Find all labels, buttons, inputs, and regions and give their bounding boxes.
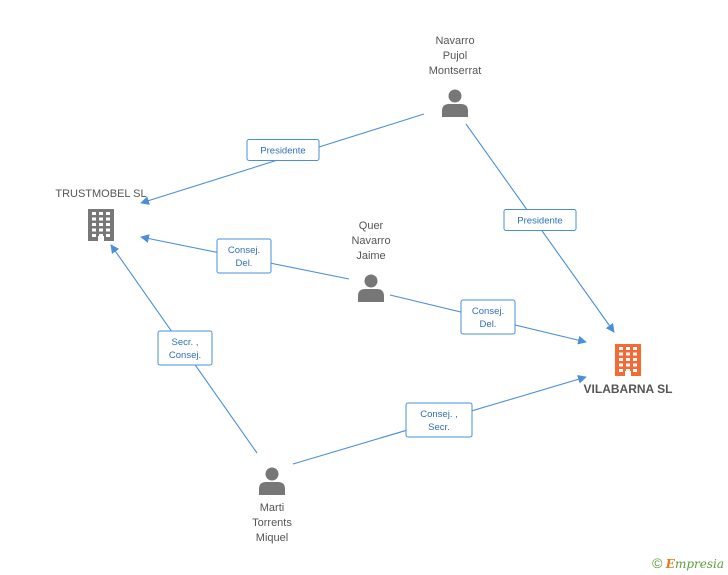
node-vilabarna[interactable]: VILABARNA SL <box>584 344 673 396</box>
edge-label-box[interactable] <box>503 209 577 231</box>
edge-label-box[interactable] <box>460 299 516 335</box>
edge-label-text: Consej. , <box>420 409 458 420</box>
node-label: Navarro <box>435 35 474 47</box>
edge-navarro-vilabarna: Presidente <box>465 123 615 333</box>
node-label: Miquel <box>256 532 288 544</box>
person-icon <box>259 467 285 495</box>
edge-quer-trustmobel: Consej. Del. <box>140 234 350 280</box>
edge-label-text: Consej. <box>228 245 260 256</box>
node-label: Marti <box>260 502 284 514</box>
edge-label-text: Secr. , <box>172 337 199 348</box>
edge-label-text: Presidente <box>517 216 562 227</box>
node-label: TRUSTMOBEL SL <box>55 188 146 200</box>
edge-marti-vilabarna: Consej. , Secr. <box>292 375 587 465</box>
copyright-symbol: © <box>652 555 663 571</box>
brand-initial: E <box>665 557 675 571</box>
edge-navarro-trustmobel: Presidente <box>140 113 425 205</box>
edge-label-text: Presidente <box>260 146 305 157</box>
node-label: Navarro <box>351 235 390 247</box>
brand-name: mpresia <box>674 557 724 571</box>
person-icon <box>442 89 468 117</box>
edge-label-text: Secr. <box>428 422 450 433</box>
edge-label-box[interactable] <box>405 402 473 438</box>
building-icon <box>615 344 641 376</box>
edge-label-box[interactable] <box>157 330 213 366</box>
edge-marti-trustmobel: Secr. , Consej. <box>110 244 258 454</box>
node-label: Pujol <box>443 50 467 62</box>
node-label: VILABARNA SL <box>584 382 673 396</box>
edge-quer-vilabarna: Consej. Del. <box>389 294 587 345</box>
person-icon <box>358 274 384 302</box>
node-trustmobel[interactable]: TRUSTMOBEL SL <box>55 188 147 241</box>
edge-label-box[interactable] <box>246 139 320 161</box>
edge-label-text: Consej. <box>472 306 504 317</box>
edge-label-text: Del. <box>480 319 497 330</box>
empresia-watermark: © Empresia <box>652 555 724 571</box>
node-label: Quer <box>359 220 384 232</box>
node-label: Torrents <box>252 517 292 529</box>
node-label: Jaime <box>356 250 385 262</box>
edge-label-text: Consej. <box>169 350 201 361</box>
node-label: Montserrat <box>429 65 482 77</box>
edge-label-text: Del. <box>236 258 253 269</box>
edge-label-box[interactable] <box>216 238 272 274</box>
building-icon <box>88 209 114 241</box>
